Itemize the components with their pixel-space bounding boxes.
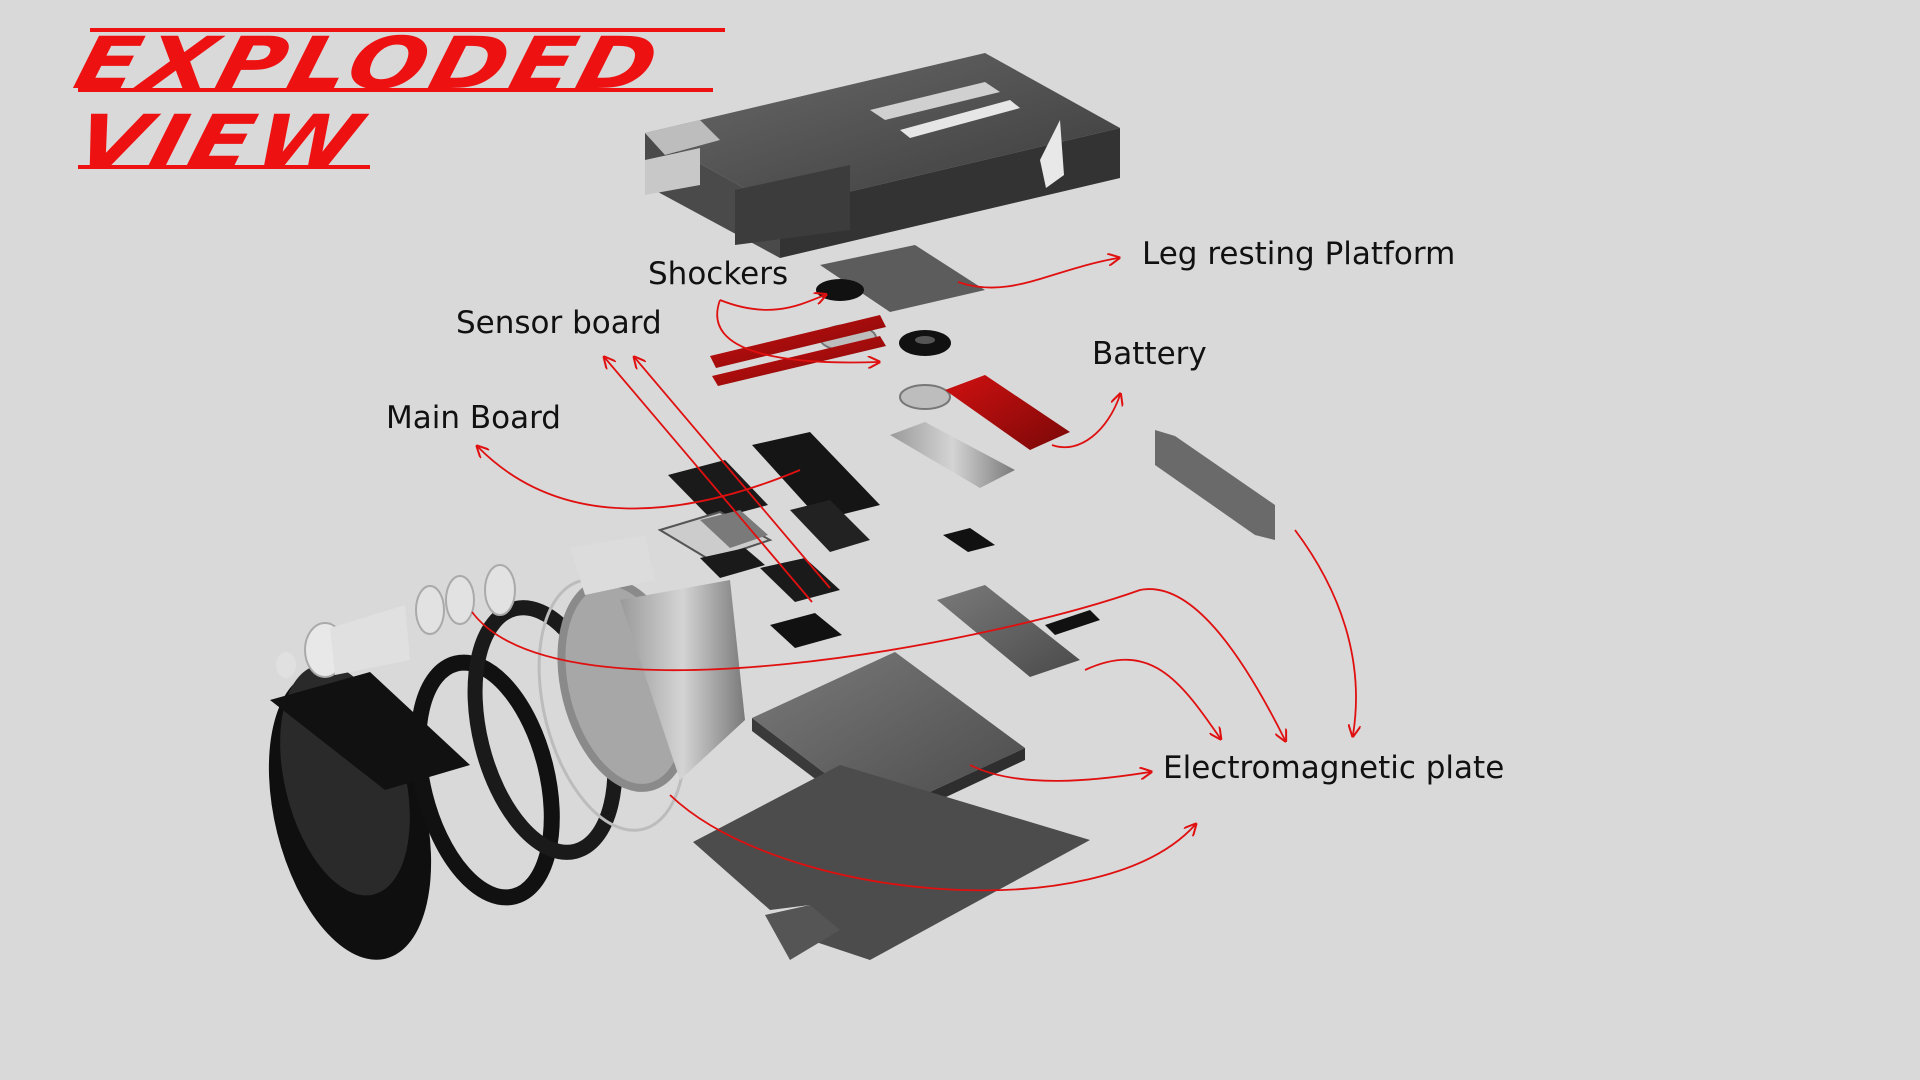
arrow-em-3 [1294,529,1356,735]
label-electromagnetic-plate: Electromagnetic plate [1163,750,1505,786]
shockers-part [710,279,951,386]
label-battery: Battery [1092,336,1207,372]
title-top-rule [90,28,725,32]
arrow-em-1 [471,588,1285,740]
arrow-main-board [478,447,801,510]
label-sensor-board: Sensor board [456,305,662,341]
battery-part [890,375,1275,540]
title-mid-rule [78,88,713,92]
label-shockers: Shockers [648,256,789,292]
arrow-sensor-a [605,358,813,603]
arrow-em-5 [669,794,1195,892]
annotation-arrows [471,258,1356,892]
arrow-shockers-a [719,295,825,311]
arrow-battery [1051,395,1120,449]
arrow-sensor-b [635,358,831,589]
rings-and-cylinders-part [268,535,745,960]
arrow-leg-platform [957,258,1118,289]
title-underline [78,165,370,169]
electromagnetic-plate-part [693,585,1100,960]
arrow-em-4 [969,764,1150,782]
arrow-em-2 [1084,658,1220,738]
arrow-shockers-b [716,299,878,362]
label-main-board: Main Board [386,400,561,436]
label-leg-resting-platform: Leg resting Platform [1142,236,1456,272]
leg-resting-platform-part [645,53,1120,312]
